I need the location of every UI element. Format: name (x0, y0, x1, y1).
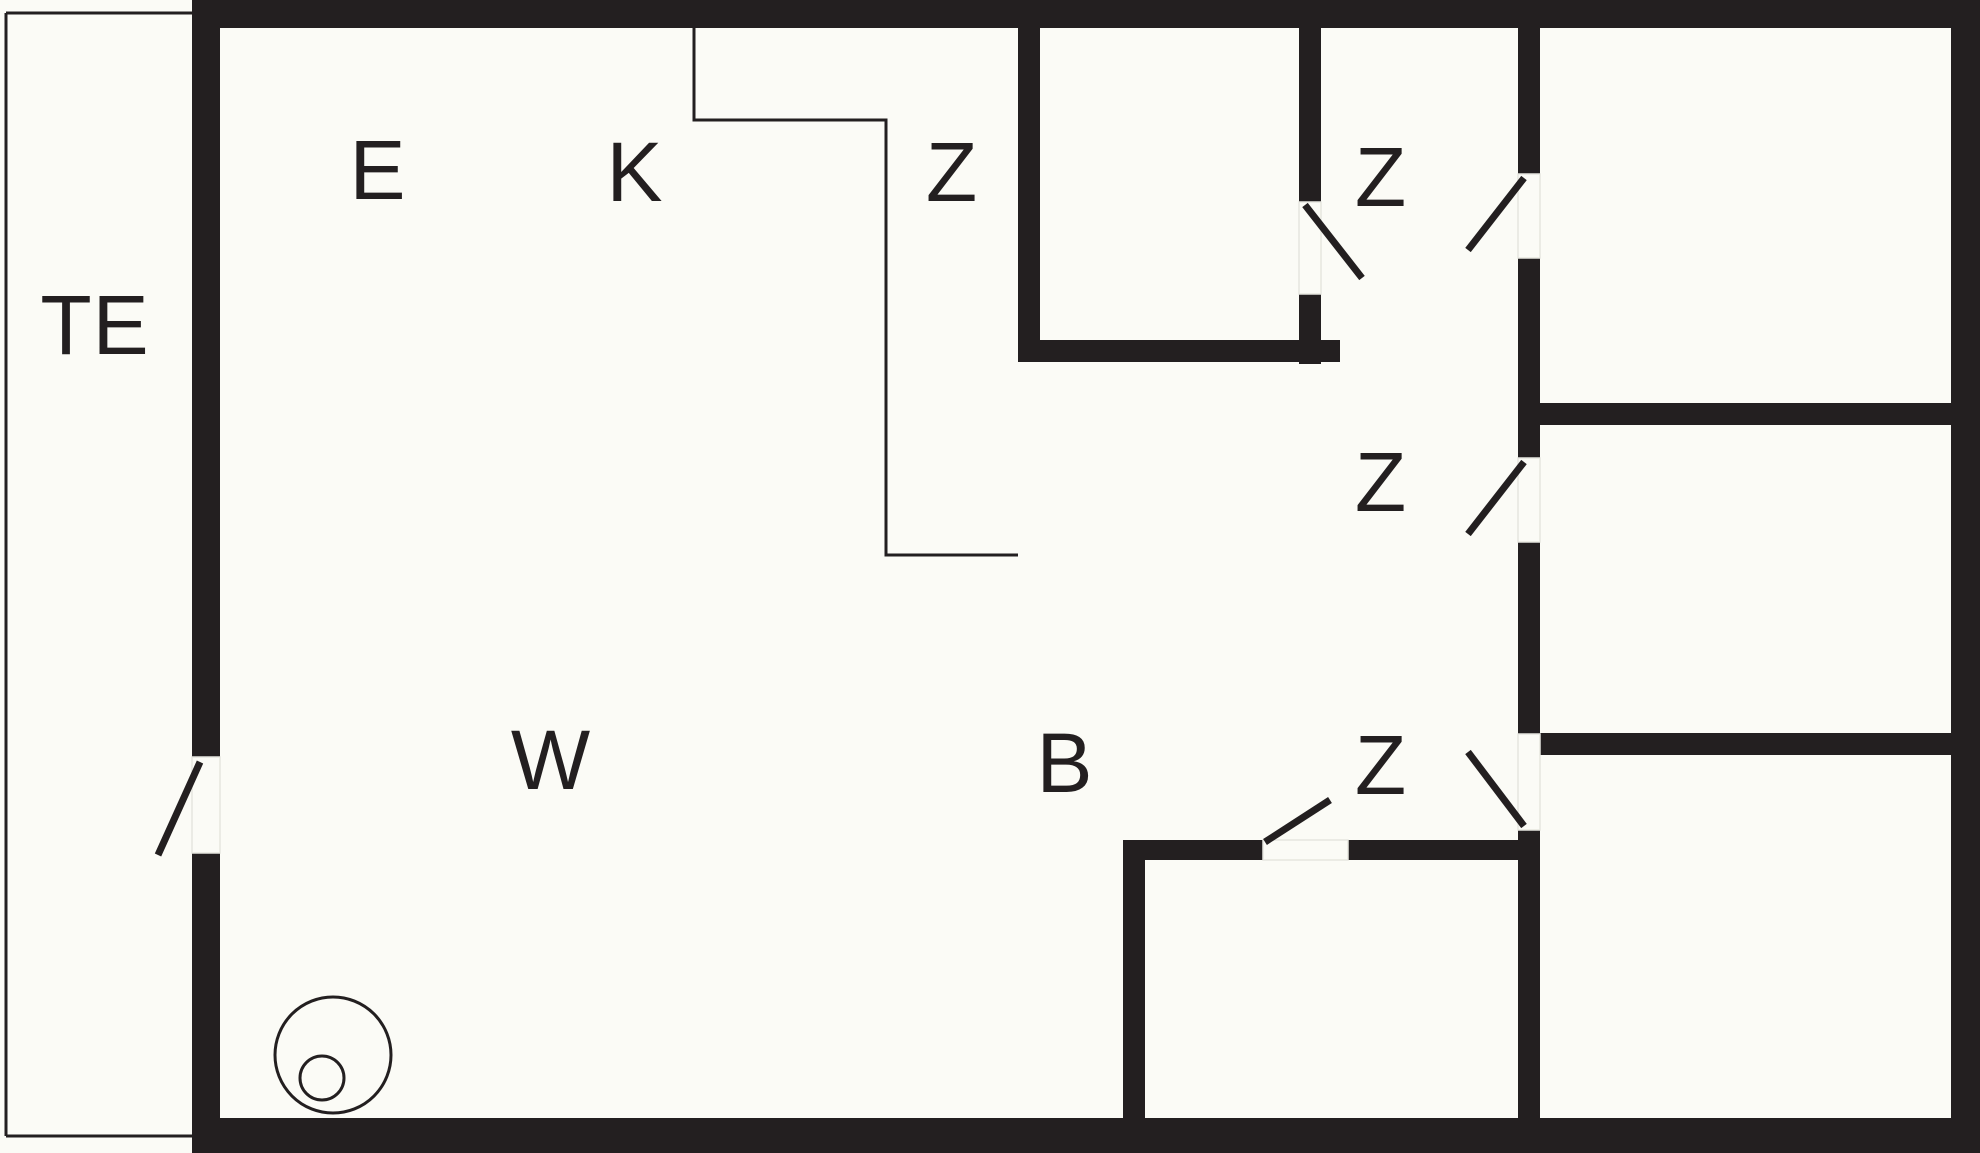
kitchen-niche-outline (692, 22, 1018, 557)
door-bedroom1-leaf (1302, 202, 1365, 281)
exterior-wall-bottom (192, 1118, 1980, 1153)
door-bedroom3-leaf (1465, 459, 1527, 537)
door-terrace-to-hall-leaf (154, 760, 204, 857)
thick-walls-group (192, 0, 1980, 1153)
partition-kitchen-right-vertical (1018, 20, 1040, 362)
room-label-bedroom-top-right: Z (1355, 130, 1407, 224)
room-label-bedroom-top-middle: Z (926, 125, 978, 219)
right-column-divider-2 (1518, 733, 1951, 755)
fixtures-group (273, 995, 393, 1115)
door-bedroom2-gap[interactable] (1517, 173, 1541, 259)
door-bathroom-gap[interactable] (1262, 839, 1349, 861)
room-label-entrance-living: E (349, 123, 406, 217)
partition-bedroom1-right-lower (1299, 294, 1321, 364)
partition-bedroom1-bottom (1018, 340, 1340, 362)
right-column-spine-a (1518, 20, 1540, 174)
room-label-hall-living: W (511, 713, 591, 807)
stair-column-outer-circle (273, 995, 393, 1115)
right-column-divider-1 (1518, 403, 1951, 425)
right-column-spine-c (1518, 542, 1540, 734)
room-label-kitchen: K (606, 125, 663, 219)
terrace-outline (4, 11, 240, 1138)
exterior-wall-left-upper (192, 0, 220, 757)
door-bedroom1-gap[interactable] (1298, 201, 1322, 295)
partition-bedroom1-right-upper (1299, 20, 1321, 202)
door-bedroom4-gap[interactable] (1517, 733, 1541, 831)
right-column-spine-b (1518, 258, 1540, 458)
door-bedroom3-gap[interactable] (1517, 457, 1541, 543)
door-bedroom4-leaf (1465, 749, 1527, 829)
door-bathroom-leaf (1263, 797, 1332, 845)
room-label-bedroom-low-right: Z (1355, 718, 1407, 812)
room-label-terrace: TE (40, 278, 149, 372)
door-bedroom2-leaf (1465, 175, 1527, 253)
thin-walls-group (4, 11, 1018, 1138)
doors-group (154, 173, 1541, 861)
bathroom-wall-left (1123, 840, 1145, 1130)
bathroom-wall-top-left (1123, 840, 1263, 860)
stair-column-inner-circle (298, 1054, 346, 1102)
right-column-spine-d (1518, 830, 1540, 1130)
room-label-bedroom-mid-right: Z (1355, 435, 1407, 529)
exterior-wall-top (192, 0, 1980, 28)
room-labels-group: TE E K Z Z Z Z B W (40, 123, 1407, 812)
bathroom-wall-top-right (1348, 840, 1540, 860)
exterior-wall-left-lower (192, 853, 220, 1153)
exterior-wall-right (1951, 0, 1980, 1153)
room-label-bathroom: B (1036, 716, 1093, 810)
